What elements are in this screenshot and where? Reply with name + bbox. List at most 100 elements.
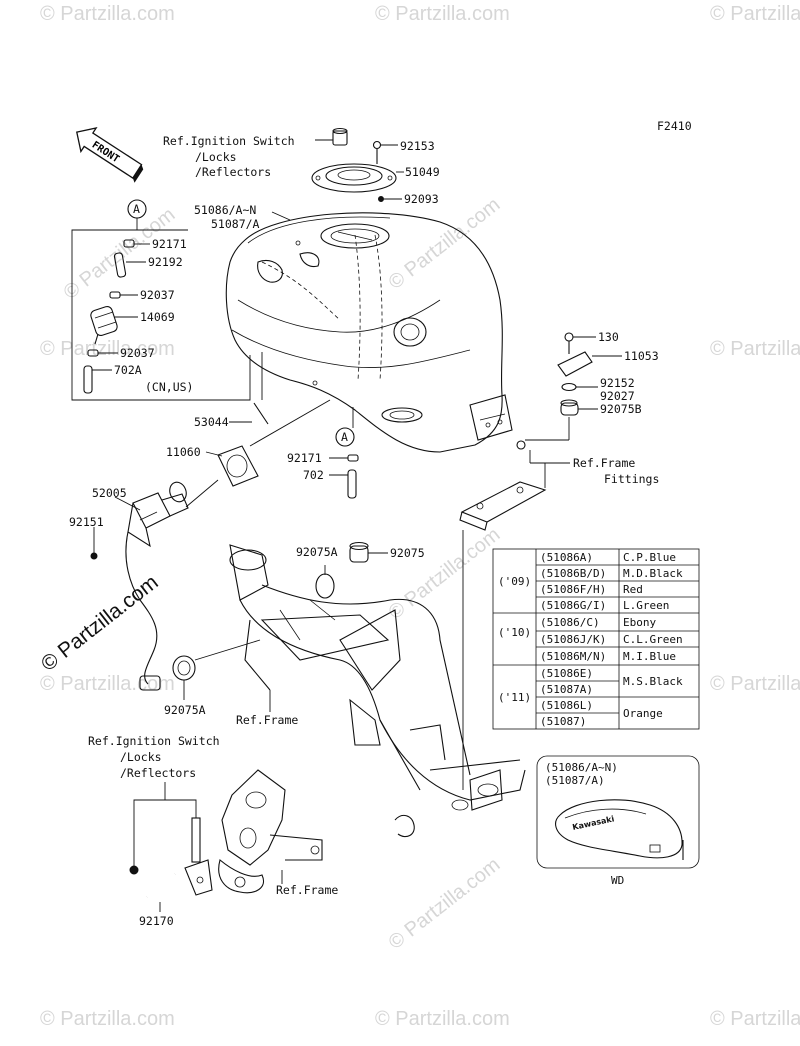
ref-frame-fittings: Fittings xyxy=(604,472,659,486)
table-color: C.P.Blue xyxy=(623,551,676,564)
ref-frame-label: Ref.Frame xyxy=(236,713,298,727)
part-number-tank: 51087/A xyxy=(211,217,260,231)
watermark: © Partzilla.com xyxy=(40,1008,175,1030)
bolt-92151 xyxy=(90,552,98,560)
watermark: © Partzilla.com xyxy=(40,338,175,360)
watermark: © Partzilla.com xyxy=(40,3,175,25)
wd-inset: (51086/A~N) (51087/A) Kawasaki WD xyxy=(536,755,700,887)
table-part: (51086J/K) xyxy=(540,633,606,646)
part-number: 53044 xyxy=(194,415,229,429)
table-year: ('11) xyxy=(498,691,531,704)
table-part: (51086B/D) xyxy=(540,567,606,580)
part-number: 92152 xyxy=(600,376,635,390)
gasket-11060 xyxy=(217,445,259,487)
part-number: 92153 xyxy=(400,139,435,153)
hose-702 xyxy=(347,469,357,499)
region-note: (CN,US) xyxy=(145,380,193,394)
watermark: © Partzilla.com xyxy=(375,1008,510,1030)
clamp-92037 xyxy=(109,291,121,299)
motorcycle-frame xyxy=(229,544,526,838)
part-number: 92170 xyxy=(139,914,174,928)
part-number: 92037 xyxy=(120,346,155,360)
damper-92075A-lower xyxy=(172,655,196,681)
callout-a-circle xyxy=(335,427,355,447)
ref-frame-label: Ref.Frame xyxy=(276,883,338,897)
part-number: 92093 xyxy=(404,192,439,206)
fuel-pump-52005 xyxy=(125,481,189,691)
fuel-tank xyxy=(225,212,513,453)
ref-ignition-label-bottom: Ref.Ignition Switch xyxy=(88,734,220,748)
part-number: 702 xyxy=(303,468,324,482)
table-color: M.D.Black xyxy=(623,567,683,580)
table-part: (51086F/H) xyxy=(540,583,606,596)
filler-cap-ring-51049 xyxy=(311,163,397,193)
figure-code: F2410 xyxy=(657,119,692,133)
damper-92075A xyxy=(315,573,335,599)
table-part: (51086M/N) xyxy=(540,650,606,663)
watermark: © Partzilla.com xyxy=(385,524,505,624)
table-part: (51087A) xyxy=(540,683,593,696)
clamp-92171 xyxy=(347,454,359,462)
bolt-130 xyxy=(564,332,574,354)
inset-title: (51086/A~N) xyxy=(545,761,618,774)
bolt xyxy=(129,865,139,875)
o-ring-92093 xyxy=(378,196,384,202)
watermark-dark: © Partzilla.com xyxy=(37,571,163,676)
ref-ignition-label-top: /Reflectors xyxy=(195,165,271,179)
table-part: (51086A) xyxy=(540,551,593,564)
watermark: © Partzilla.com xyxy=(710,338,800,360)
watermark: © Partzilla.com xyxy=(710,673,800,695)
inset-title: (51087/A) xyxy=(545,774,605,787)
ref-frame-fittings: Ref.Frame xyxy=(573,456,635,470)
part-number: 92171 xyxy=(152,237,187,251)
table-year: ('09) xyxy=(498,575,531,588)
drain-hose-53044 xyxy=(253,402,269,425)
table-part: (51087) xyxy=(540,715,586,728)
watermark: © Partzilla.com xyxy=(385,854,505,954)
leader-line xyxy=(133,799,197,867)
assembly-box xyxy=(71,229,251,401)
watermark: © Partzilla.com xyxy=(710,1008,800,1030)
watermark: © Partzilla.com xyxy=(710,3,800,25)
part-number: 92192 xyxy=(148,255,183,269)
hose-92192 xyxy=(113,252,127,278)
callout-a: A xyxy=(341,430,348,444)
part-number: 14069 xyxy=(140,310,175,324)
table-part: (51086/C) xyxy=(540,616,600,629)
bolt-92153 xyxy=(372,140,382,164)
ref-ignition-label-top: Ref.Ignition Switch xyxy=(163,134,295,148)
front-arrow: FRONT xyxy=(76,127,144,183)
table-color: L.Green xyxy=(623,599,669,612)
callout-a: A xyxy=(133,202,140,216)
table-color: Ebony xyxy=(623,616,656,629)
filter-14069 xyxy=(90,305,118,345)
part-number: 92075A xyxy=(164,703,206,717)
clamp-92171 xyxy=(123,239,135,248)
table-color: M.I.Blue xyxy=(623,650,676,663)
table-year: ('10) xyxy=(498,626,531,639)
cap-bolt-part xyxy=(332,127,348,146)
part-number: 51049 xyxy=(405,165,440,179)
part-number: 92037 xyxy=(140,288,175,302)
part-number: 92075A xyxy=(296,545,338,559)
hose-702A xyxy=(83,365,93,394)
part-number: 92075 xyxy=(390,546,425,560)
part-number: 702A xyxy=(114,363,142,377)
bracket-11053 xyxy=(557,351,593,377)
table-part: (51086L) xyxy=(540,699,593,712)
part-number: 52005 xyxy=(92,486,127,500)
part-number-tank: 51086/A~N xyxy=(194,203,256,217)
ref-ignition-label-bottom: /Reflectors xyxy=(120,766,196,780)
part-number: 92151 xyxy=(69,515,104,529)
table-color: M.S.Black xyxy=(623,675,683,688)
table-color: Orange xyxy=(623,707,663,720)
damper-92075 xyxy=(349,541,369,563)
part-number: 11053 xyxy=(624,349,659,363)
part-number: 92027 xyxy=(600,389,635,403)
table-color: Red xyxy=(623,583,643,596)
damper-92075B xyxy=(560,399,579,416)
part-number: 92171 xyxy=(287,451,322,465)
ref-ignition-label-bottom: /Locks xyxy=(120,750,162,764)
steering-head-bracket xyxy=(218,769,323,894)
